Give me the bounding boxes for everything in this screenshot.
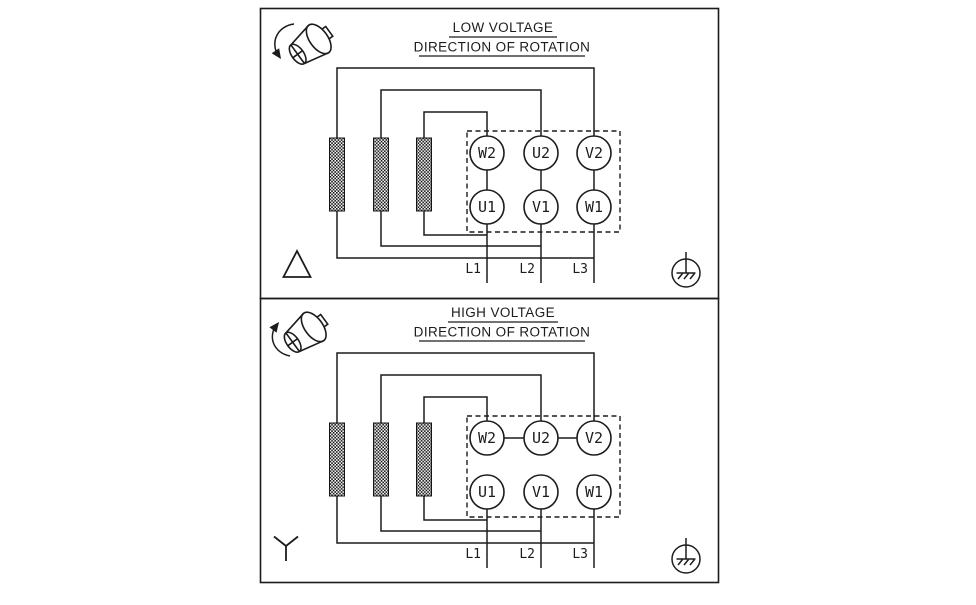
svg-text:V1: V1	[532, 483, 550, 501]
lead-label-l1: L1	[465, 547, 481, 562]
terminal-w2: W2	[469, 420, 505, 456]
star-symbol-icon	[273, 535, 299, 561]
lead-label-l2: L2	[519, 262, 535, 277]
svg-text:W1: W1	[585, 198, 603, 216]
svg-text:V2: V2	[585, 429, 603, 447]
phase-wires	[336, 352, 595, 568]
delta-symbol-icon	[282, 249, 312, 278]
svg-text:U2: U2	[532, 144, 550, 162]
svg-text:W2: W2	[478, 144, 496, 162]
svg-text:U1: U1	[478, 483, 496, 501]
cable-conductor-bars	[329, 137, 432, 212]
svg-text:U2: U2	[532, 429, 550, 447]
terminal-v2: V2	[576, 135, 612, 171]
terminal-w2: W2	[469, 135, 505, 171]
motor-shaft-icon	[276, 304, 336, 361]
ground-symbol-icon	[671, 537, 701, 574]
rotation-arrow-head	[269, 322, 279, 333]
panel-subtitle: DIRECTION OF ROTATION	[414, 325, 591, 340]
terminal-u1: U1	[469, 474, 505, 510]
cable-conductor-bars	[329, 422, 432, 497]
terminal-u2: U2	[523, 135, 559, 171]
terminal-v1: V1	[523, 189, 559, 225]
lead-label-l3: L3	[572, 547, 588, 562]
motor-shaft-icon	[281, 16, 341, 73]
terminal-u2: U2	[523, 420, 559, 456]
terminal-w1: W1	[576, 189, 612, 225]
lead-label-l3: L3	[572, 262, 588, 277]
panel-subtitle: DIRECTION OF ROTATION	[414, 40, 591, 55]
lead-label-l1: L1	[465, 262, 481, 277]
svg-text:W1: W1	[585, 483, 603, 501]
terminals: W2 U2 V2 U1 V1 W1	[469, 420, 612, 510]
terminal-box-outline	[466, 415, 621, 518]
svg-text:V2: V2	[585, 144, 603, 162]
rotation-arrow-head	[271, 48, 281, 59]
lead-label-l2: L2	[519, 547, 535, 562]
svg-text:W2: W2	[478, 429, 496, 447]
svg-text:V1: V1	[532, 198, 550, 216]
terminal-u1: U1	[469, 189, 505, 225]
panel-title: LOW VOLTAGE	[453, 20, 554, 35]
panel-title: HIGH VOLTAGE	[451, 305, 555, 320]
high-voltage-panel: HIGH VOLTAGE DIRECTION OF ROTATION	[269, 304, 701, 574]
high-voltage-panel-border	[259, 297, 720, 584]
low-voltage-panel: LOW VOLTAGE DIRECTION OF ROTATION	[271, 16, 701, 288]
terminal-w1: W1	[576, 474, 612, 510]
svg-text:U1: U1	[478, 198, 496, 216]
terminal-box-outline	[466, 130, 621, 233]
terminal-v1: V1	[523, 474, 559, 510]
ground-symbol-icon	[671, 251, 701, 288]
phase-wires	[336, 67, 595, 283]
terminals: W2 U2 V2 U1 V1 W1	[469, 135, 612, 225]
terminal-v2: V2	[576, 420, 612, 456]
